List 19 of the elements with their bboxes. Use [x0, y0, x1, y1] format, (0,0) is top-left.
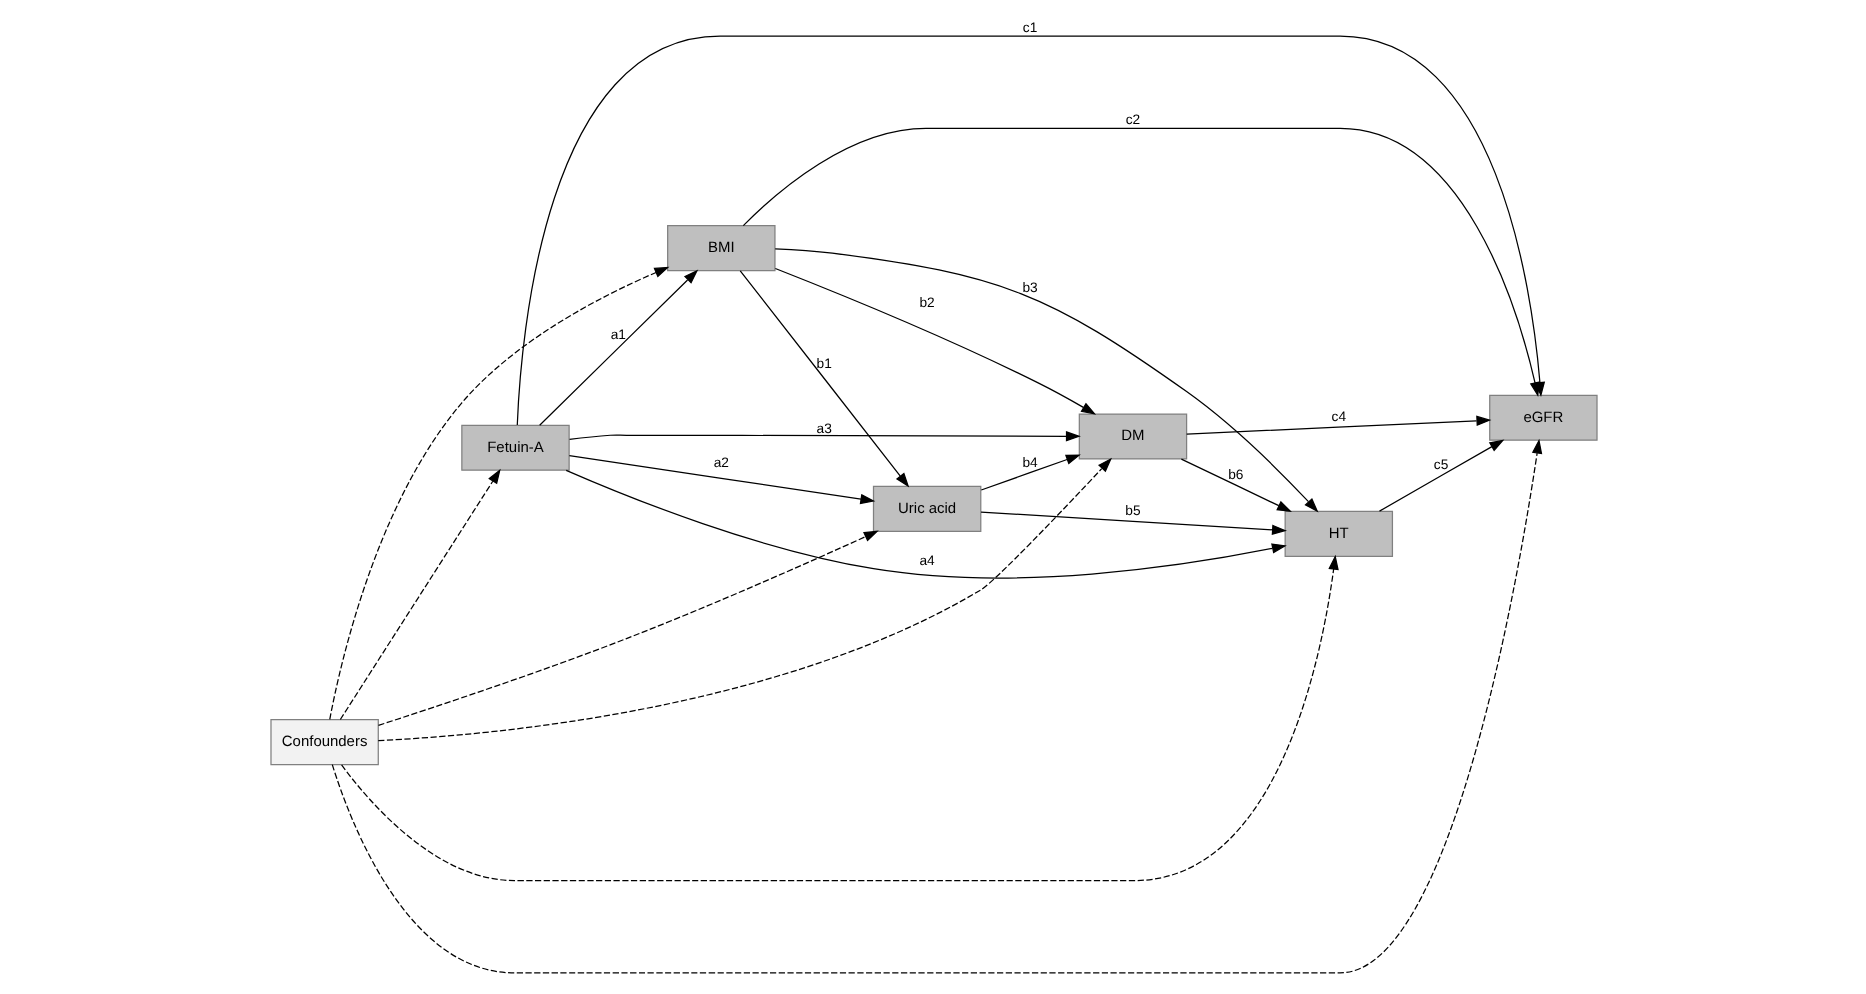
arrow — [1185, 415, 1491, 435]
arrow — [376, 457, 1111, 742]
arrow — [330, 438, 1542, 974]
arrow — [340, 554, 1338, 882]
arrow — [773, 248, 1318, 513]
arrow — [338, 468, 500, 721]
arrow — [773, 267, 1096, 415]
arrow — [564, 469, 1286, 579]
arrow — [376, 530, 878, 726]
arrow — [567, 431, 1080, 442]
arrow — [538, 269, 698, 426]
arrow — [328, 266, 669, 720]
arrow — [567, 454, 875, 505]
arrow — [738, 270, 909, 488]
arrow — [979, 511, 1286, 536]
arrow — [515, 35, 1545, 426]
arrow — [1179, 458, 1291, 512]
arrow — [1377, 439, 1504, 512]
arrow — [979, 454, 1080, 491]
